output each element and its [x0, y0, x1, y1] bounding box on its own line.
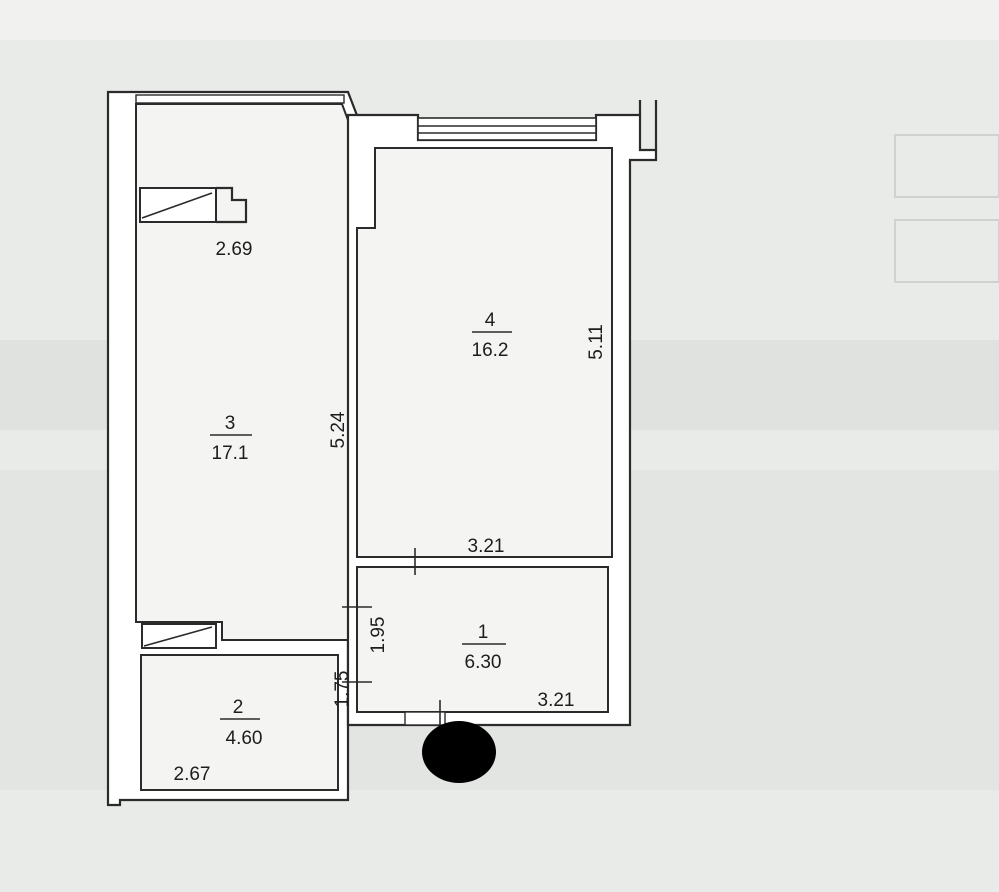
room-3-number: 3	[225, 413, 236, 434]
room-1-area: 6.30	[465, 652, 502, 673]
room-2-label: 2 4.60	[220, 697, 262, 749]
redaction-mark	[422, 721, 496, 783]
room-2-number: 2	[233, 697, 244, 718]
dim-room2-width: 2.67	[174, 764, 211, 785]
dim-room3-height: 5.24	[328, 411, 349, 448]
room-1-number: 1	[478, 622, 489, 643]
room-4-number: 4	[485, 310, 496, 331]
dim-room4-height: 5.11	[586, 324, 607, 360]
dim-room1-height: 1.95	[368, 617, 389, 654]
room-4-area: 16.2	[472, 340, 509, 361]
dim-room3-width: 2.69	[216, 239, 253, 260]
walls	[106, 90, 658, 807]
room-4-label: 4 16.2	[472, 310, 512, 361]
dim-room2-height: 1.75	[332, 671, 353, 708]
room-3-area: 17.1	[212, 443, 249, 464]
dim-room1-width: 3.21	[538, 690, 575, 711]
room-2-area: 4.60	[226, 728, 263, 749]
dim-room4-width: 3.21	[468, 536, 505, 557]
room-3-label: 3 17.1	[210, 413, 252, 464]
room-1-label: 1 6.30	[462, 622, 506, 673]
